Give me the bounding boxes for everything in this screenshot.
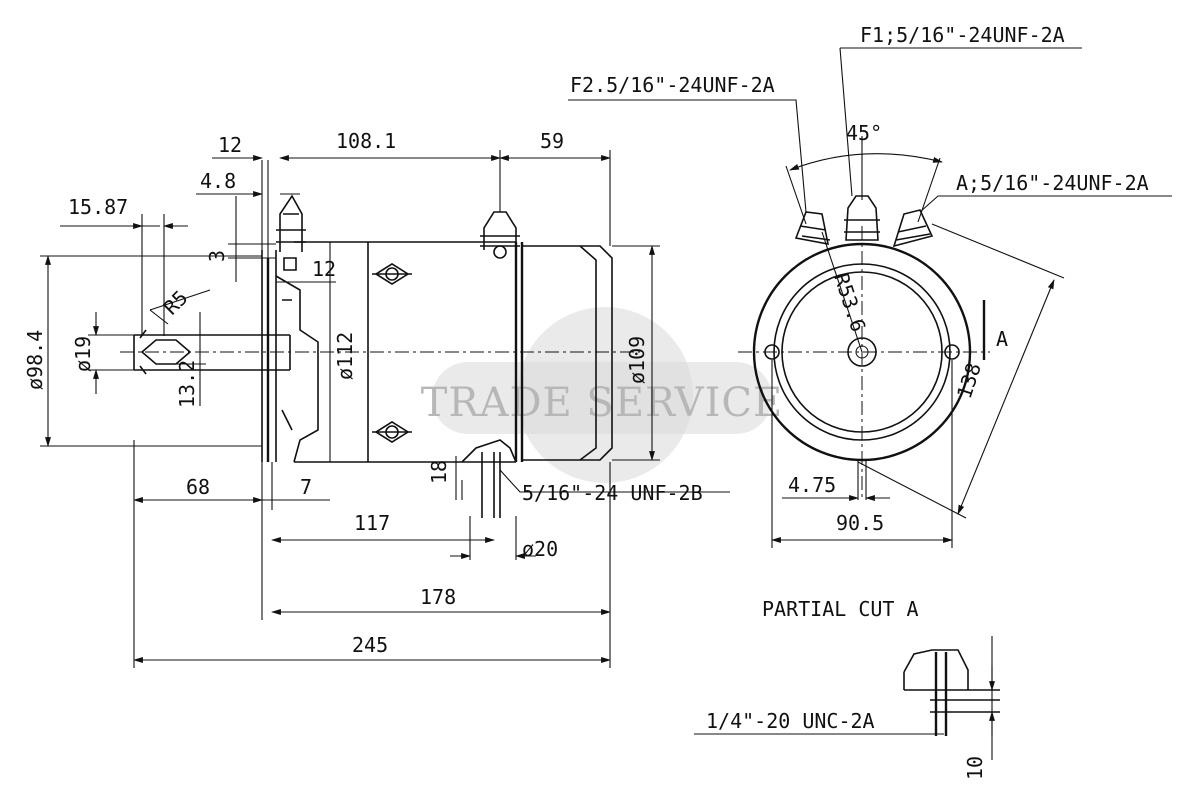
terminal-a [892,209,934,248]
dimension-lines [40,150,730,668]
end-view: F1;5/16"-24UNF-2A F2.5/16"-24UNF-2A A;5/… [568,23,1172,548]
dim-178: 178 [420,585,456,609]
dim-19: ø19 [71,336,95,372]
dim-138: 138 [952,360,986,402]
dim-12-mid: 12 [312,257,336,281]
dim-15-87: 15.87 [68,195,128,219]
terminal-f2 [794,211,831,246]
watermark: TRADE SERVICE [421,307,783,483]
partial-cut-thread: 1/4"-20 UNC-2A [706,709,875,733]
terminal-post-left [276,194,306,271]
dim-108-1: 108.1 [336,129,396,153]
dim-245: 245 [352,633,388,657]
dim-7: 7 [300,475,312,499]
dim-13-2: 13.2 [175,360,199,408]
terminal-post-bottom [461,439,517,518]
terminal-post-top [480,211,520,259]
dim-12-top: 12 [218,133,242,157]
dim-20: ø20 [522,537,558,561]
dim-18: 18 [427,460,451,484]
terminal-f1 [844,195,880,241]
side-view: 12 108.1 59 4.8 15.87 3 12 R5 ø98.4 ø19 … [23,129,730,668]
partial-cut-a: PARTIAL CUT A 1/4"-20 UNC-2A 10 [694,597,1000,780]
housing [120,241,640,463]
end-view-dimension-lines [568,47,1172,548]
through-bolt-top [372,263,412,285]
dim-117: 117 [354,511,390,535]
dim-112: ø112 [333,332,357,380]
section-a-label: A [996,327,1008,351]
dim-4-75: 4.75 [788,473,836,497]
output-shaft [133,329,291,375]
partial-cut-title: PARTIAL CUT A [762,597,919,621]
callout-thread-b: 5/16"-24 UNF-2B [522,481,703,505]
through-bolt-bottom [372,421,412,443]
dim-68: 68 [186,475,210,499]
callout-f1: F1;5/16"-24UNF-2A [860,23,1065,47]
callout-a: A;5/16"-24UNF-2A [956,171,1149,195]
watermark-text: TRADE SERVICE [421,380,783,426]
dim-angle-45: 45° [846,121,882,145]
callout-f2: F2.5/16"-24UNF-2A [570,73,775,97]
dim-109: ø109 [625,336,649,384]
dim-59: 59 [540,129,564,153]
dim-10: 10 [963,756,987,780]
dim-3: 3 [205,250,229,262]
dim-r53-6: R53.6 [829,270,870,335]
dim-4-8: 4.8 [200,169,236,193]
flange [261,250,319,463]
dim-90-5: 90.5 [836,511,884,535]
partial-cut-detail [903,636,1000,760]
dim-98-4: ø98.4 [23,330,47,390]
